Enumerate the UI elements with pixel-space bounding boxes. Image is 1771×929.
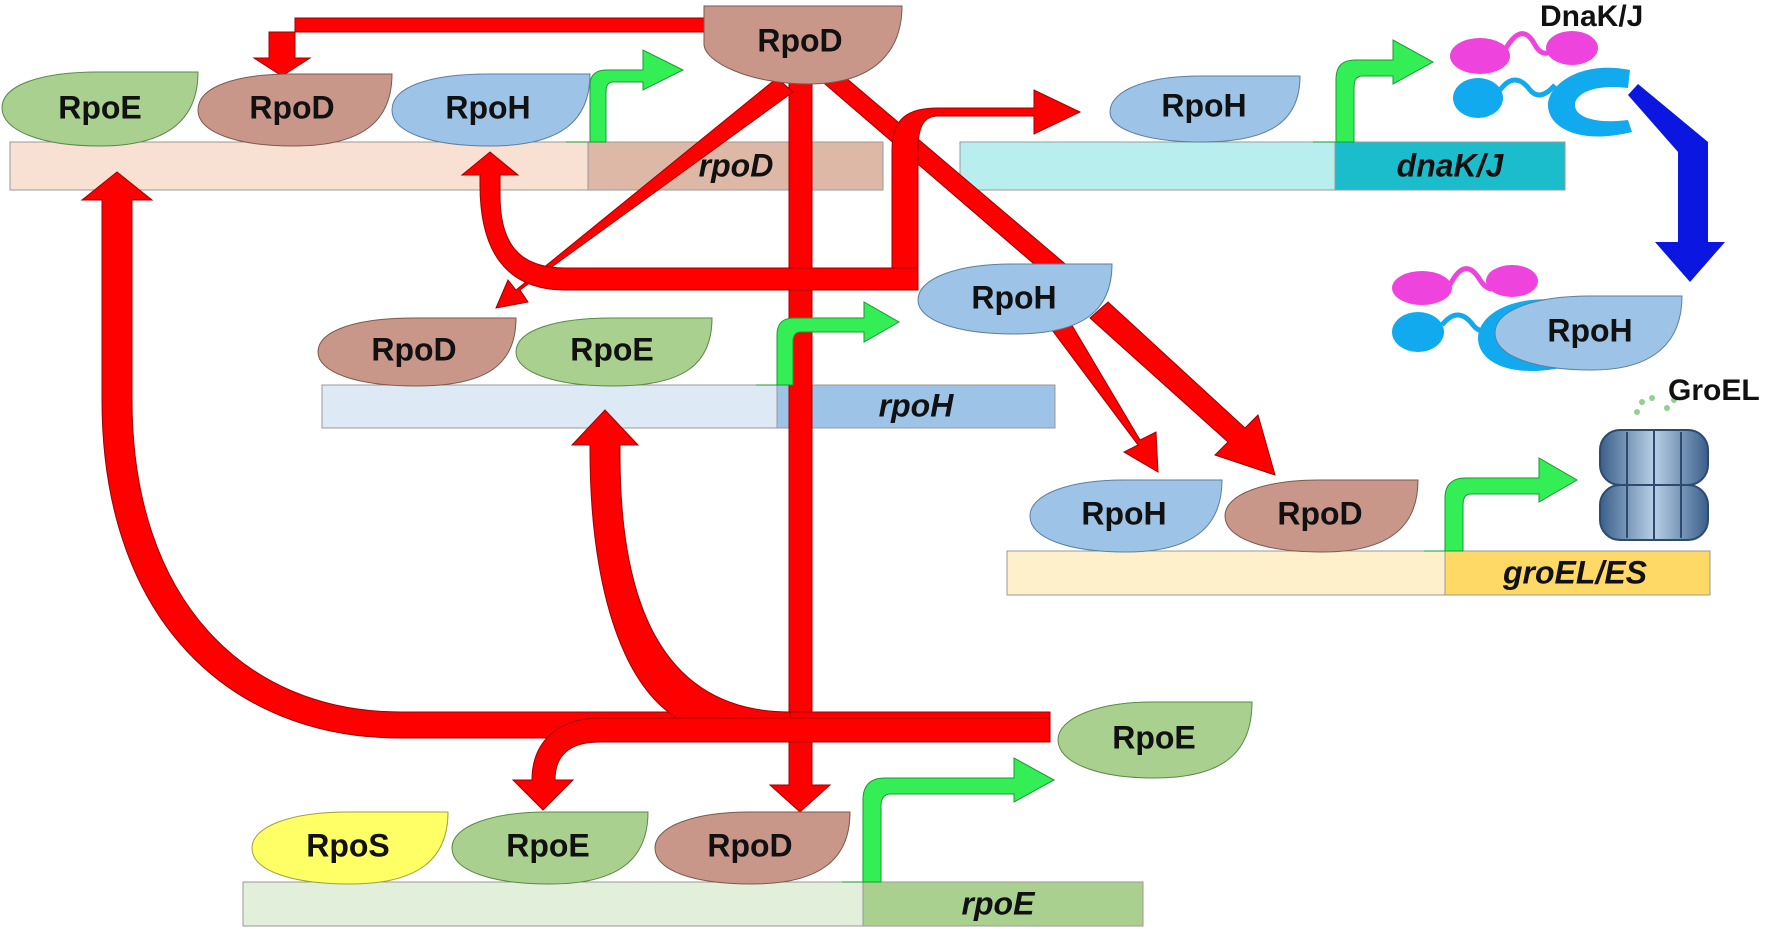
gene-bar-rpoE-operon: rpoE xyxy=(242,881,1144,927)
svg-text:RpoH: RpoH xyxy=(1081,495,1166,531)
sigma-rpoe-row1: RpoE xyxy=(1,71,199,147)
sigma-rpod-row1: RpoD xyxy=(197,73,393,147)
sigma-rpoh-bound: RpoH xyxy=(1494,295,1683,371)
svg-text:RpoD: RpoD xyxy=(707,827,792,863)
sigma-label: RpoD xyxy=(757,22,842,58)
svg-text:RpoH: RpoH xyxy=(971,279,1056,315)
svg-text:RpoE: RpoE xyxy=(506,827,590,863)
transcription-arrow-rpoH xyxy=(756,301,901,386)
svg-text:RpoE: RpoE xyxy=(570,331,654,367)
gene-label-rpoE: rpoE xyxy=(962,885,1037,921)
sigma-rpoe-row2: RpoE xyxy=(515,317,713,387)
sigma-rpod-row4: RpoD xyxy=(654,811,851,885)
svg-text:RpoH: RpoH xyxy=(445,89,530,125)
gene-bar-rpoH-operon: rpoH xyxy=(321,384,1056,429)
gene-bar-rpoD-operon: rpoD xyxy=(9,141,884,191)
regulation-arrows xyxy=(80,17,1276,813)
svg-text:RpoE: RpoE xyxy=(58,89,142,125)
svg-text:RpoS: RpoS xyxy=(306,827,390,863)
svg-text:RpoE: RpoE xyxy=(1112,719,1196,755)
svg-text:RpoH: RpoH xyxy=(1547,312,1632,348)
svg-text:RpoD: RpoD xyxy=(249,89,334,125)
arrow-rpoe-to-rpoe-row2 xyxy=(570,409,791,731)
transcription-arrows xyxy=(566,39,1578,883)
dnakj-label: DnaK/J xyxy=(1540,0,1643,33)
sigma-rpoe-right: RpoE xyxy=(1057,701,1253,779)
arrow-rpoh-mid-to-rpoh-dnak xyxy=(866,89,1082,269)
groel-label: GroEL xyxy=(1668,374,1760,407)
arrow-rpod-to-rpod-row4 xyxy=(768,81,832,813)
arrow-rpoe-to-rpoe-row1 xyxy=(80,171,1051,739)
transcription-arrow-dnaKJ xyxy=(1313,39,1435,143)
transcription-arrow-rpoD xyxy=(566,49,685,143)
sigma-rpoe-row4: RpoE xyxy=(451,811,649,885)
arrow-rpod-to-rpod-row1 xyxy=(252,17,711,77)
sigma-rpod-row2: RpoD xyxy=(317,317,517,387)
gene-label-groELES: groEL/ES xyxy=(1502,554,1648,590)
arrow-rpod-to-rpod-row2 xyxy=(495,77,794,309)
sigma-rpoh-dnak: RpoH xyxy=(1109,75,1301,143)
arrow-rpoh-mid-to-rpod-groel xyxy=(1089,301,1276,476)
gene-bar-dnaKJ-operon: dnaK/J xyxy=(959,141,1566,191)
sigma-rpoh-groel: RpoH xyxy=(1029,479,1223,553)
dnakj-chaperone-icon xyxy=(1450,31,1632,137)
sigma-rpoh-row1: RpoH xyxy=(391,73,591,147)
arrow-rpoh-mid-to-rpoh-row1 xyxy=(460,151,919,291)
gene-bar-groELES-operon: groEL/ES xyxy=(1006,550,1711,596)
chaperone-binding-arrow xyxy=(1628,84,1725,282)
svg-text:RpoD: RpoD xyxy=(1277,495,1362,531)
arrow-rpoh-mid-to-rpoh-groel xyxy=(1051,321,1159,473)
sigma-rpod-top: RpoD xyxy=(703,5,903,85)
svg-text:RpoD: RpoD xyxy=(371,331,456,367)
gene-label-dnaKJ: dnaK/J xyxy=(1397,147,1505,183)
gene-label-rpoD: rpoD xyxy=(699,147,774,183)
svg-text:RpoH: RpoH xyxy=(1161,87,1246,123)
transcription-arrow-rpoE xyxy=(842,757,1056,883)
arrow-rpoe-to-rpoe-row4 xyxy=(511,717,1051,811)
gene-label-rpoH: rpoH xyxy=(879,387,955,423)
transcription-arrow-groELES xyxy=(1424,457,1578,552)
sigma-rpos-row4: RpoS xyxy=(251,811,449,885)
sigma-rpod-groel: RpoD xyxy=(1224,479,1419,553)
sigma-rpoh-mid: RpoH xyxy=(917,263,1113,335)
groel-chaperonin-icon xyxy=(1599,395,1709,541)
